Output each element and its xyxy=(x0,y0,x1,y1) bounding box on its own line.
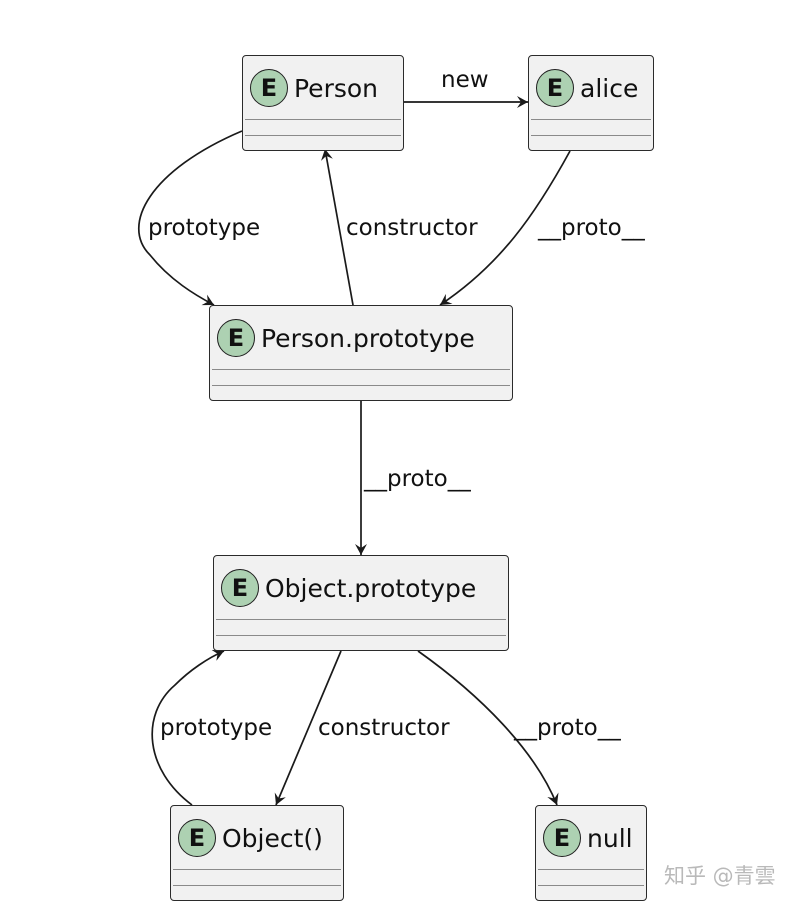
edge-label-proto: __proto__ xyxy=(538,215,645,241)
entity-icon: E xyxy=(221,569,259,607)
node-person-prototype: E Person.prototype xyxy=(209,305,513,401)
divider xyxy=(245,135,401,136)
divider xyxy=(212,369,510,370)
divider xyxy=(531,135,651,136)
node-object-ctor-label: Object() xyxy=(222,823,323,853)
node-alice-label: alice xyxy=(580,73,639,103)
divider xyxy=(245,119,401,120)
node-person: E Person xyxy=(242,55,404,151)
edge-label-prototype: prototype xyxy=(148,215,261,241)
entity-icon: E xyxy=(217,319,255,357)
edge-label-constructor: constructor xyxy=(318,715,450,741)
node-person-label: Person xyxy=(294,73,379,103)
node-object-prototype-label: Object.prototype xyxy=(265,573,477,603)
node-alice: E alice xyxy=(528,55,654,151)
node-object-prototype: E Object.prototype xyxy=(213,555,509,651)
watermark: 知乎 @青雲 xyxy=(664,864,776,888)
node-null-label: null xyxy=(587,823,633,853)
divider xyxy=(216,619,506,620)
node-object-ctor: E Object() xyxy=(170,805,344,901)
edge-label-prototype: prototype xyxy=(160,715,273,741)
edge-person-prototype-to-person xyxy=(321,148,354,306)
edge-person-to-person-prototype xyxy=(137,130,243,306)
edge-object-ctor-to-object-prototype xyxy=(151,649,225,806)
entity-icon: E xyxy=(250,69,288,107)
edge-alice-to-person-prototype xyxy=(439,150,571,306)
divider xyxy=(538,885,644,886)
edge-label-proto: __proto__ xyxy=(364,466,471,492)
divider xyxy=(538,869,644,870)
entity-icon: E xyxy=(536,69,574,107)
divider xyxy=(216,635,506,636)
divider xyxy=(173,869,341,870)
edge-object-prototype-to-null xyxy=(417,650,559,806)
node-person-prototype-label: Person.prototype xyxy=(261,323,475,353)
entity-icon: E xyxy=(543,819,581,857)
edge-object-prototype-to-object-ctor xyxy=(274,650,342,806)
edge-label-constructor: constructor xyxy=(346,215,478,241)
edge-label-new: new xyxy=(441,67,489,93)
node-null: E null xyxy=(535,805,647,901)
divider xyxy=(531,119,651,120)
entity-icon: E xyxy=(178,819,216,857)
divider xyxy=(212,385,510,386)
divider xyxy=(173,885,341,886)
edge-label-proto: __proto__ xyxy=(514,715,621,741)
